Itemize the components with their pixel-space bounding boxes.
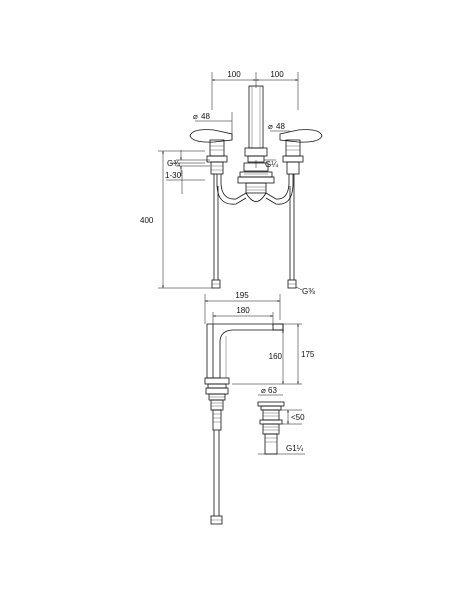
dim-spacing-left: 100 bbox=[227, 70, 241, 79]
dim-hose-thread: G⅜ bbox=[302, 287, 315, 296]
svg-text:⌀: ⌀ bbox=[261, 386, 266, 395]
right-handle-diameter: ⌀ 48 bbox=[268, 122, 290, 132]
dim-height: 400 bbox=[140, 216, 154, 225]
dim-handle-left-dia: 48 bbox=[201, 112, 210, 121]
range-dimension: 1-30 bbox=[165, 170, 205, 194]
height-dimension: 400 bbox=[140, 150, 212, 289]
dim-range: 1-30 bbox=[165, 171, 182, 180]
waste-diameter: ⌀ 63 bbox=[258, 386, 283, 396]
waste-thread: G1¼ bbox=[258, 444, 305, 455]
dim-waste-max: <50 bbox=[291, 413, 305, 422]
connector-hoses bbox=[216, 174, 294, 205]
svg-text:⌀: ⌀ bbox=[268, 122, 273, 131]
dim-handle-right-dia: 48 bbox=[276, 122, 285, 131]
height-dimensions: 160 175 bbox=[232, 323, 315, 385]
dim-spacing-right: 100 bbox=[270, 70, 284, 79]
waste-max-dim: <50 bbox=[280, 409, 305, 425]
spout-body bbox=[206, 323, 284, 379]
side-supply-hose bbox=[210, 430, 223, 525]
left-handle-diameter: ⌀ 48 bbox=[193, 112, 233, 140]
supply-hoses bbox=[211, 174, 297, 289]
waste-body bbox=[257, 401, 285, 455]
waste-detail: ⌀ 63 <50 G1¼ bbox=[257, 386, 305, 455]
mixer-body bbox=[237, 160, 275, 202]
dim-reach-inner: 180 bbox=[236, 306, 250, 315]
dim-reach-total: 195 bbox=[235, 291, 249, 300]
hose-thread-label: G⅜ bbox=[295, 286, 315, 296]
dim-total-height: 175 bbox=[301, 350, 315, 359]
thread-left-label: G¾ bbox=[167, 150, 210, 176]
right-valve bbox=[279, 129, 323, 175]
top-view: 100 100 ⌀ 48 ⌀ 48 bbox=[140, 70, 323, 296]
dim-thread-left: G¾ bbox=[167, 159, 180, 168]
side-view: 195 180 bbox=[204, 291, 315, 525]
dim-waste-dia: 63 bbox=[268, 386, 277, 395]
dim-waste-thread: G1¼ bbox=[286, 444, 304, 453]
spacing-dimension: 100 100 bbox=[211, 70, 299, 110]
reach-dimensions: 195 180 bbox=[204, 291, 281, 326]
svg-text:⌀: ⌀ bbox=[193, 112, 198, 121]
spout-column bbox=[244, 85, 268, 163]
dim-spout-height: 160 bbox=[269, 352, 283, 361]
left-valve bbox=[189, 129, 233, 175]
dim-thread-center: G¼ bbox=[265, 160, 278, 169]
spout-base bbox=[204, 377, 230, 431]
thread-center-label: G¼ bbox=[264, 159, 278, 169]
